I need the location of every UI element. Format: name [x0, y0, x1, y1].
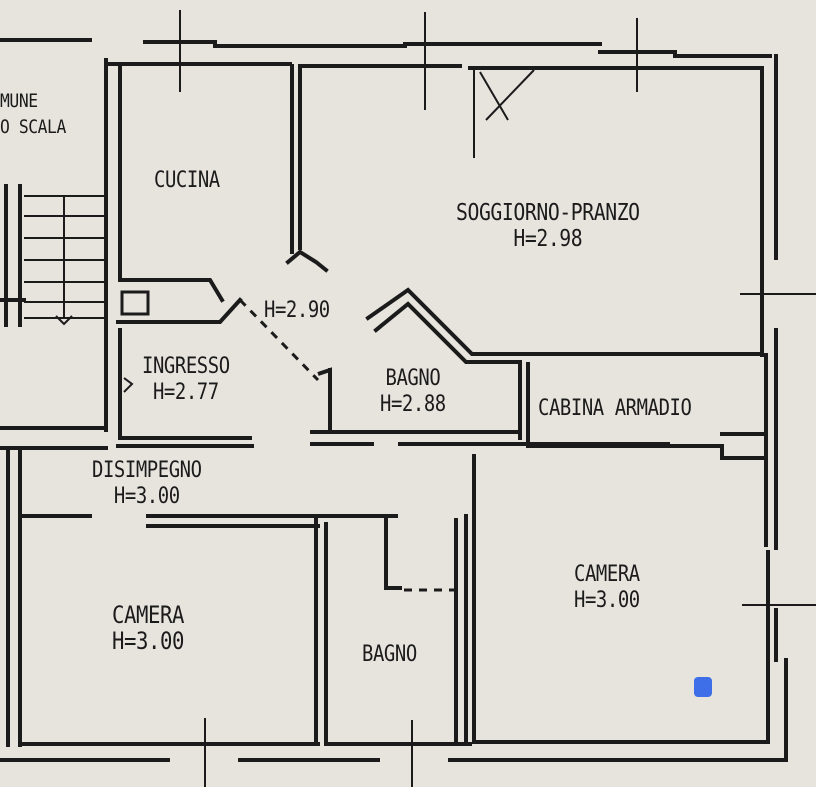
kitchen-partition [285, 64, 329, 273]
room-cucina: CUCINA [154, 168, 220, 194]
entry-wall [0, 328, 254, 450]
room-corridoio-height: H=2.90 [264, 298, 330, 323]
kitchen-niche [120, 290, 150, 316]
stair-frame [4, 184, 22, 327]
bottom-wall-inner [18, 740, 770, 746]
room-camera-1: CAMERA H=3.00 [112, 602, 184, 654]
blue-marker [694, 677, 712, 697]
right-wall [774, 54, 788, 762]
room-ingresso-height: H=2.77 [152, 380, 219, 405]
door-swings [238, 298, 476, 592]
room-bagno-1-height: H=2.88 [380, 392, 446, 417]
left-wall [6, 446, 22, 747]
room-cabina-armadio: CABINA ARMADIO [538, 396, 692, 422]
room-camera-2: CAMERA H=3.00 [574, 562, 640, 614]
bath2-wall [384, 514, 468, 746]
room-soggiorno-name: SOGGIORNO-PRANZO [456, 200, 640, 226]
room-bagno-1: BAGNO H=2.88 [380, 366, 446, 418]
room-comune-scala: MUNE O SCALA [0, 88, 66, 140]
door-posts [317, 367, 332, 430]
room-disimpegno: DISIMPEGNO H=3.00 [92, 458, 202, 510]
room-camera-1-height: H=3.00 [112, 627, 184, 655]
thin-lines [24, 10, 816, 787]
room-comune-scala-line2: O SCALA [0, 116, 66, 138]
walls [0, 38, 788, 762]
entry-door-swing [238, 298, 320, 382]
stair-steps [24, 195, 104, 319]
kitchen-wall [116, 278, 243, 324]
hall-wall [18, 514, 398, 528]
entry-door-post [317, 367, 332, 430]
wardrobe-box [526, 362, 768, 460]
living-lower-wall-2 [373, 301, 522, 364]
entry-door-arrow [123, 377, 134, 393]
room-cabina-armadio-name: CABINA ARMADIO [538, 396, 692, 421]
room-bagno-2: BAGNO [362, 642, 417, 668]
room-camera-2-name: CAMERA [574, 562, 640, 587]
stair-wall [0, 58, 122, 432]
room-disimpegno-name: DISIMPEGNO [92, 458, 202, 483]
room-corridoio: H=2.90 [264, 298, 330, 324]
room-ingresso: INGRESSO H=2.77 [142, 354, 230, 406]
room-soggiorno-height: H=2.98 [513, 226, 583, 252]
room-comune-scala-line1: MUNE [0, 90, 38, 112]
room-camera-1-name: CAMERA [112, 601, 184, 629]
room-bagno-1-name: BAGNO [385, 366, 441, 391]
right-wall-inner [760, 66, 770, 742]
room-cucina-name: CUCINA [154, 168, 220, 193]
bedroom1-wall [314, 518, 328, 746]
living-diagonal [473, 69, 535, 158]
top-wall [0, 38, 772, 58]
room-soggiorno: SOGGIORNO-PRANZO H=2.98 [456, 200, 640, 252]
room-ingresso-name: INGRESSO [142, 354, 230, 379]
room-disimpegno-height: H=3.00 [113, 484, 180, 509]
window-ticks [179, 10, 816, 787]
stair-arrow [55, 315, 73, 326]
top-wall-inner [108, 62, 762, 70]
room-bagno-2-name: BAGNO [362, 642, 417, 667]
living-lower-wall [365, 287, 764, 356]
room-camera-2-height: H=3.00 [574, 588, 640, 613]
